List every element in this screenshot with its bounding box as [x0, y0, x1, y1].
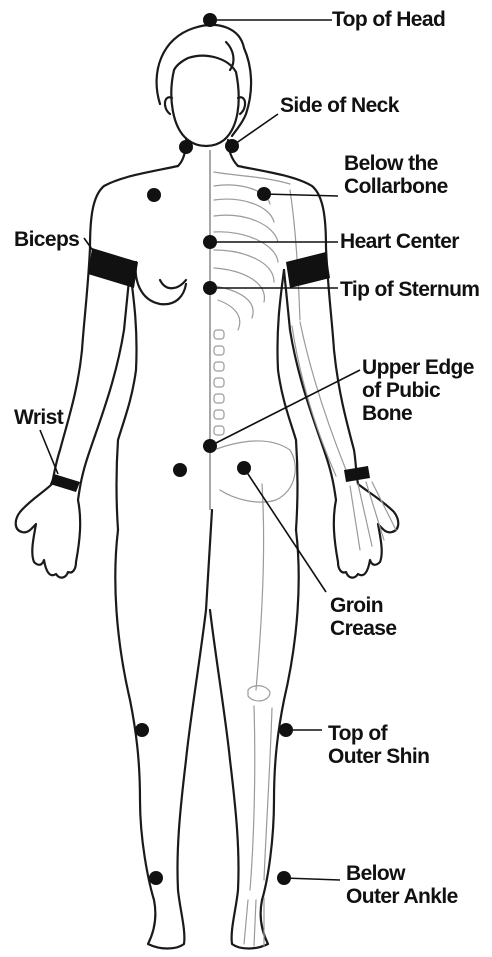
leader-below-outer-ankle: [284, 878, 340, 880]
dot-ankle-right: [277, 871, 291, 885]
dot-neck-right: [225, 139, 239, 153]
vertebra: [214, 362, 224, 371]
rib-6: [214, 268, 264, 302]
label-top-of-head: Top of Head: [332, 8, 445, 31]
label-line: Bone: [362, 402, 474, 425]
vertebra: [214, 378, 224, 387]
rib-7: [214, 286, 253, 318]
label-line: Groin: [330, 594, 396, 617]
femur: [256, 484, 264, 690]
left-wrist-band: [50, 474, 80, 492]
vertebra: [214, 346, 224, 355]
label-line: Upper Edge: [362, 356, 474, 379]
dot-groin-left: [173, 463, 187, 477]
label-line: Top of Head: [332, 8, 445, 31]
right-wrist-band: [344, 466, 370, 482]
leader-upper-edge-pubic: [210, 370, 360, 446]
leader-lines: [40, 20, 360, 880]
label-side-of-neck: Side of Neck: [280, 94, 399, 117]
dot-ankle-left: [149, 871, 163, 885]
right-biceps-band: [286, 252, 330, 288]
dot-groin-right: [237, 461, 251, 475]
label-line: Crease: [330, 617, 396, 640]
label-line: Wrist: [14, 406, 63, 429]
label-line: Side of Neck: [280, 94, 399, 117]
leader-side-of-neck: [232, 114, 278, 146]
leader-below-collarbone: [264, 194, 338, 196]
leader-wrist: [40, 430, 58, 474]
vertebra: [214, 330, 224, 339]
label-line: Biceps: [14, 228, 79, 251]
dot-heart-center: [203, 235, 217, 249]
label-line: Heart Center: [340, 230, 459, 253]
vertebra: [214, 394, 224, 403]
label-line: Outer Shin: [328, 745, 429, 768]
left-biceps-band: [88, 248, 138, 288]
tibia: [250, 706, 255, 890]
label-top-outer-shin: Top of Outer Shin: [328, 722, 429, 768]
left-leg-outline: [115, 510, 212, 949]
label-line: Outer Ankle: [346, 885, 458, 908]
rib-8: [218, 300, 240, 330]
hand-bones: [350, 482, 396, 550]
label-heart-center: Heart Center: [340, 230, 459, 253]
vertebra: [214, 426, 224, 435]
dot-upper-edge-pubic: [203, 439, 217, 453]
label-biceps: Biceps: [14, 228, 79, 251]
label-line: Tip of Sternum: [340, 278, 479, 301]
label-line: Top of: [328, 722, 429, 745]
label-tip-of-sternum: Tip of Sternum: [340, 278, 479, 301]
acupoints: [135, 13, 293, 885]
rib-3: [214, 215, 278, 242]
label-line: of Pubic: [362, 379, 474, 402]
label-line: Below: [346, 862, 458, 885]
rib-5: [214, 250, 274, 282]
bust-right: [160, 280, 186, 288]
label-line: Collarbone: [344, 175, 448, 198]
label-upper-edge-pubic: Upper Edge of Pubic Bone: [362, 356, 474, 425]
dot-collarbone-left: [147, 188, 161, 202]
label-below-outer-ankle: Below Outer Ankle: [346, 862, 458, 908]
pelvis: [214, 441, 295, 502]
spine: [214, 330, 224, 435]
dot-collarbone-right: [257, 187, 271, 201]
humerus: [290, 190, 300, 320]
dot-top-of-head: [203, 13, 217, 27]
face-outline: [171, 56, 238, 146]
leader-groin-crease: [244, 468, 326, 592]
dot-neck-left: [179, 140, 193, 154]
label-line: Below the: [344, 152, 448, 175]
dot-shin-right: [279, 723, 293, 737]
label-below-collarbone: Below the Collarbone: [344, 152, 448, 198]
rib-2: [214, 199, 274, 222]
label-groin-crease: Groin Crease: [330, 594, 396, 640]
label-wrist: Wrist: [14, 406, 63, 429]
vertebra: [214, 410, 224, 419]
rib-4: [214, 232, 278, 262]
knee: [248, 686, 270, 701]
dot-shin-left: [135, 723, 149, 737]
dot-tip-of-sternum: [203, 281, 217, 295]
